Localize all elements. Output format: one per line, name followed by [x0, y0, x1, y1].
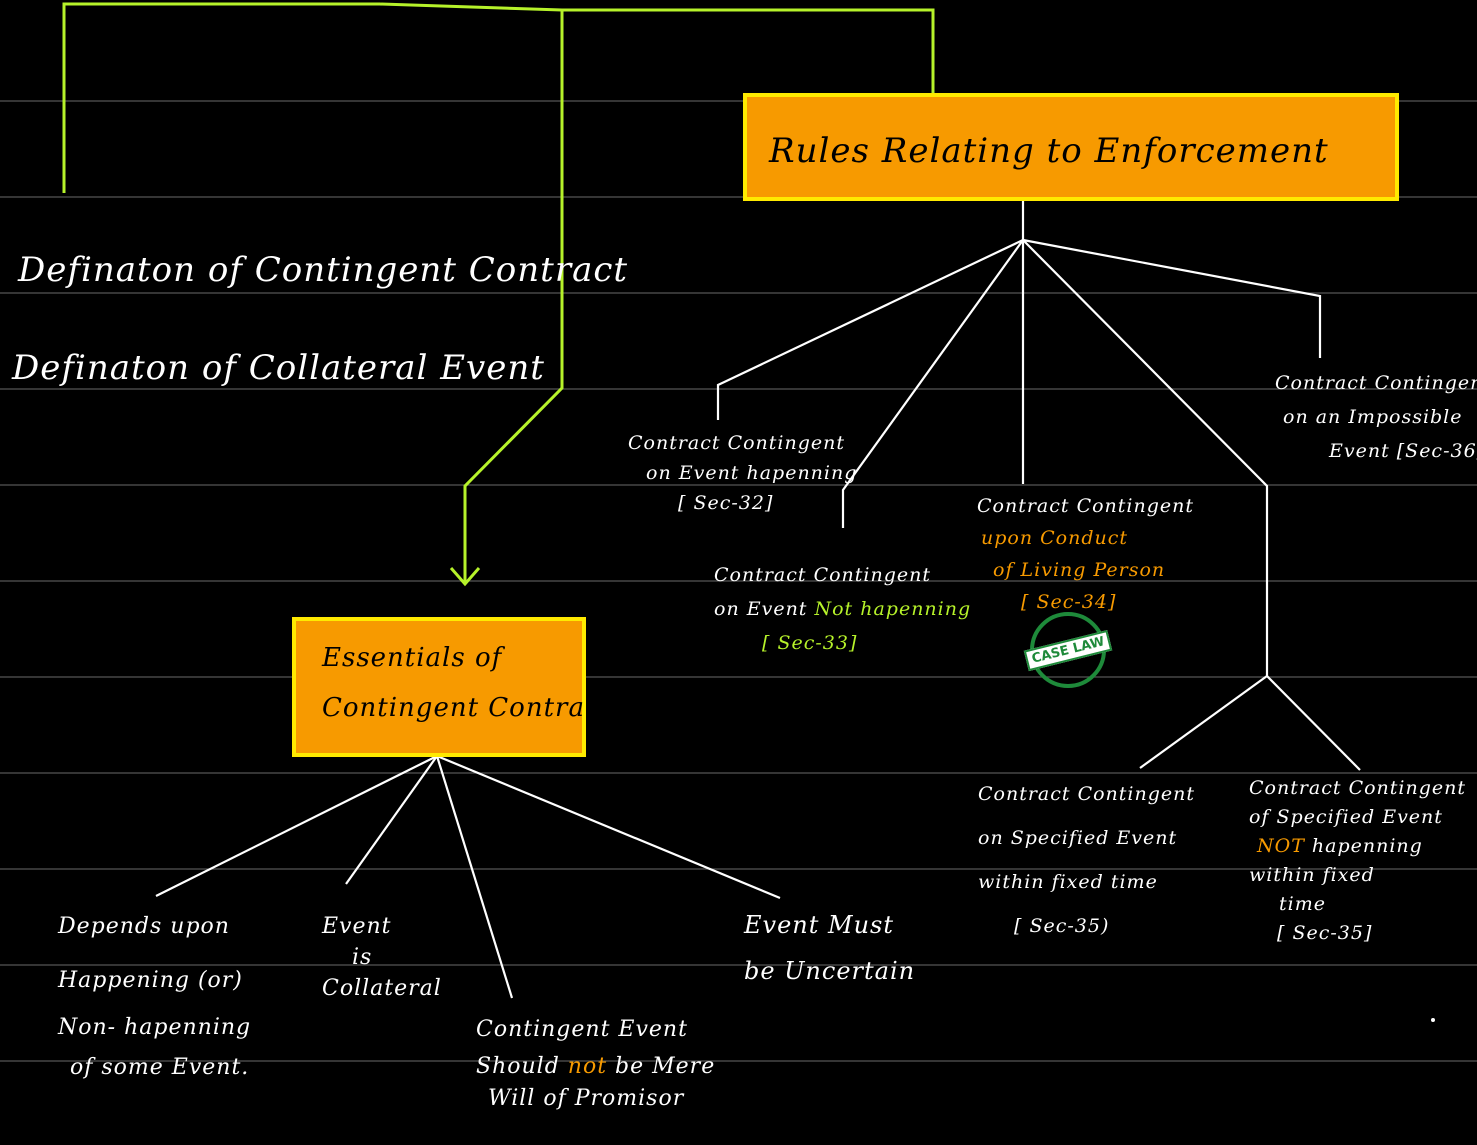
- sec34-line3: of Living Person: [993, 559, 1166, 581]
- collateral-line3: Collateral: [322, 976, 442, 1001]
- essential-uncertain: Event Must be Uncertain: [744, 902, 915, 994]
- sec33-line3: [ Sec-33]: [762, 632, 858, 654]
- enforcement-label: Rules Relating to Enforcement: [769, 131, 1329, 171]
- essentials-box: Essentials of Contingent Contract: [292, 617, 611, 757]
- sec33-line1: Contract Contingent: [714, 564, 932, 586]
- ruled-lines: [0, 100, 1477, 1062]
- essential-depends: Depends upon Happening (or) Non- hapenni…: [58, 900, 251, 1088]
- sec33-line2-a: on Event: [714, 598, 815, 620]
- uncertain-line1: Event Must: [744, 911, 895, 939]
- depends-line2: Happening (or): [58, 968, 243, 993]
- sec35b-line1: Contract Contingent: [1249, 777, 1467, 799]
- enforcement-box: Rules Relating to Enforcement: [743, 93, 1399, 201]
- sec33-line2-b: Not hapenning: [814, 598, 972, 620]
- rule-sec34: Contract Contingent upon Conduct of Livi…: [977, 490, 1194, 618]
- sec35b-line3-b: hapenning: [1304, 835, 1423, 857]
- case-law-text: CASE LAW: [1023, 629, 1113, 671]
- not-will-line1: Contingent Event: [476, 1017, 688, 1042]
- sec35a-line3: within fixed time: [978, 871, 1158, 893]
- sec32-line2: on Event hapenning: [646, 462, 858, 484]
- sec34-line4: [ Sec-34]: [1021, 591, 1117, 613]
- sec35a-line1: Contract Contingent: [978, 783, 1196, 805]
- sec32-line3: [ Sec-32]: [678, 492, 774, 514]
- sec35b-line3: NOT hapenning: [1249, 832, 1466, 861]
- sec35b-line6: [ Sec-35]: [1277, 922, 1373, 944]
- rule-sec36: Contract Contingent on an Impossible Eve…: [1275, 366, 1477, 468]
- sec35a-line4: [ Sec-35): [1014, 915, 1110, 937]
- white-connectors: [155, 200, 1361, 999]
- collateral-line2: is: [352, 945, 373, 970]
- collateral-line1: Event: [322, 914, 392, 939]
- sec34-line2: upon Conduct: [981, 527, 1129, 549]
- depends-line4: of some Event.: [70, 1055, 250, 1080]
- not-will-line3: Will of Promisor: [488, 1086, 685, 1111]
- sec35b-line4: within fixed: [1249, 864, 1375, 886]
- not-will-line2-b: not: [567, 1054, 608, 1079]
- essentials-line2: Contingent Contract: [322, 693, 612, 723]
- uncertain-line2: be Uncertain: [744, 957, 916, 985]
- sec36-line3: Event [Sec-36]: [1329, 440, 1477, 462]
- essential-collateral: Event is Collateral: [322, 908, 442, 1008]
- sec35b-line3-a: NOT: [1257, 835, 1305, 857]
- sec33-line2: on Event Not hapenning: [714, 592, 971, 626]
- sec35a-line2: on Specified Event: [978, 827, 1178, 849]
- essential-not-will: Contingent Event Should not be Mere Will…: [476, 1010, 715, 1114]
- essentials-line1: Essentials of: [322, 643, 503, 673]
- definition-collateral-event: Definaton of Collateral Event: [12, 348, 545, 388]
- depends-line3: Non- hapenning: [58, 1015, 252, 1040]
- not-will-line2: Should not be Mere: [476, 1050, 715, 1084]
- sec36-line2: on an Impossible: [1283, 406, 1463, 428]
- dot-mark: [1431, 1018, 1435, 1022]
- sec34-line1: Contract Contingent: [977, 495, 1195, 517]
- green-connectors: [62, 2, 935, 587]
- not-will-line2-a: Should: [476, 1054, 568, 1079]
- rule-sec35-not-happening: Contract Contingent of Specified Event N…: [1249, 774, 1466, 948]
- not-will-line2-c: be Mere: [607, 1054, 716, 1079]
- case-law-stamp: CASE LAW: [1023, 612, 1113, 688]
- sec36-line1: Contract Contingent: [1275, 372, 1477, 394]
- sec35b-line2: of Specified Event: [1249, 806, 1443, 828]
- rule-sec35-happening: Contract Contingent on Specified Event w…: [978, 772, 1195, 948]
- depends-line1: Depends upon: [58, 914, 230, 939]
- rule-sec32: Contract Contingent on Event hapenning […: [628, 428, 857, 518]
- sec35b-line5: time: [1279, 893, 1326, 915]
- sec32-line1: Contract Contingent: [628, 432, 846, 454]
- definition-contingent-contract: Definaton of Contingent Contract: [18, 250, 629, 290]
- rule-sec33: Contract Contingent on Event Not hapenni…: [714, 558, 971, 660]
